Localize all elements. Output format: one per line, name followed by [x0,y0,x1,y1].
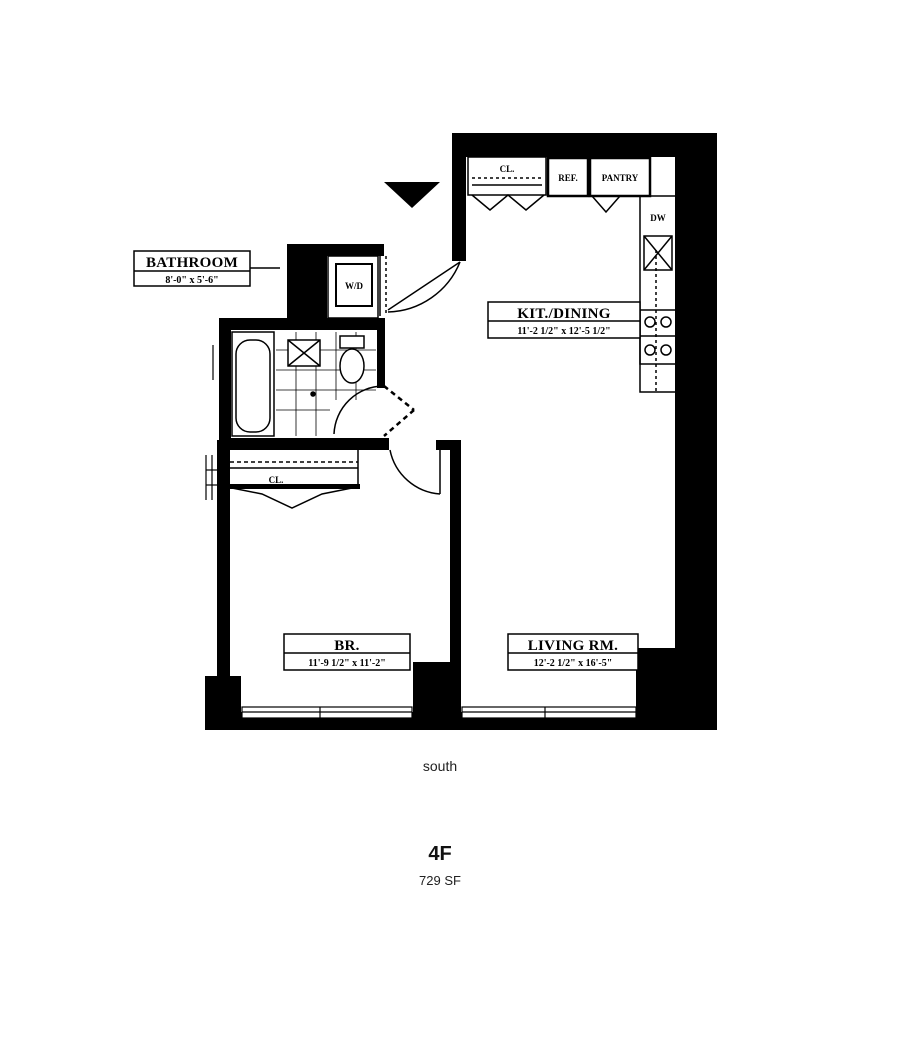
bathroom-name: BATHROOM [146,255,238,271]
dishwasher-label: DW [650,213,666,223]
bedroom-closet-label: CL. [269,475,284,485]
refrigerator-label: REF. [558,173,577,183]
bedroom-dims: 11'-9 1/2" x 11'-2" [308,658,386,669]
kitchen-dining-name: KIT./DINING [517,306,610,322]
entry-door [387,261,461,313]
living-name: LIVING RM. [528,638,619,654]
orientation-label: south [422,758,458,774]
living-dims: 12'-2 1/2" x 16'-5" [534,658,613,669]
bedroom-name: BR. [334,638,360,654]
kitchen-closet-label: CL. [500,164,515,174]
entry-arrow-icon [384,182,440,208]
bathroom-fixtures [231,331,415,437]
bathroom-label-box: BATHROOM 8'-0" x 5'-6" [133,250,280,287]
floor-plan: BATHROOM 8'-0" x 5'-6" KIT./DINING 11'-2… [133,133,717,730]
bedroom-closet [230,449,441,509]
kitchen-counter [639,195,677,393]
kitchen-dining-dims: 11'-2 1/2" x 12'-5 1/2" [517,326,610,337]
unit-area: 729 SF [419,873,461,888]
unit-name: 4F [428,843,452,865]
pantry-label: PANTRY [602,173,639,183]
bathroom-dims: 8'-0" x 5'-6" [165,275,218,286]
kitchen-storage [467,156,652,214]
windows [241,706,637,719]
washer-dryer-closet [327,255,387,319]
side-window-marks [205,345,217,500]
living-label-box: LIVING RM. 12'-2 1/2" x 16'-5" [507,633,639,671]
kitchen-dining-label-box: KIT./DINING 11'-2 1/2" x 12'-5 1/2" [487,301,641,339]
bedroom-label-box: BR. 11'-9 1/2" x 11'-2" [283,633,411,671]
washer-dryer-label: W/D [345,281,364,291]
